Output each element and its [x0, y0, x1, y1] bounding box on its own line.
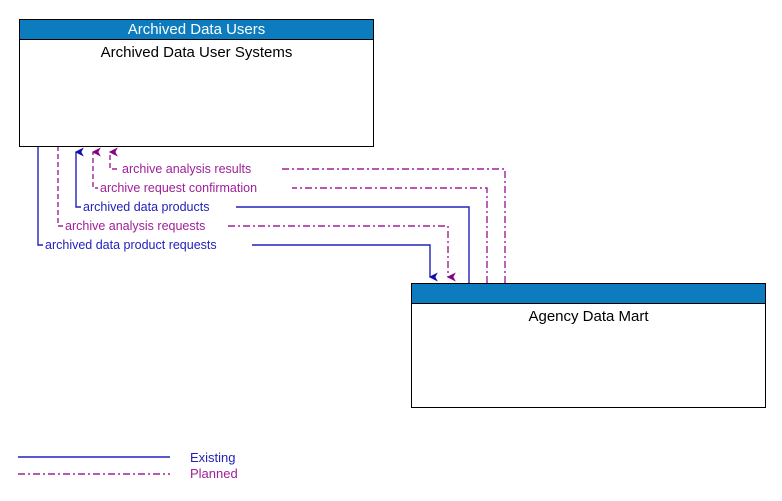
flow-archive-analysis-results	[108, 147, 506, 283]
flow-archive-analysis-requests	[57, 146, 456, 282]
node-archived-data-users[interactable]: Archived Data Users Archived Data User S…	[19, 19, 374, 147]
legend-item-planned: Planned	[190, 466, 238, 481]
node-archived-data-users-header: Archived Data Users	[20, 20, 373, 40]
legend-item-existing: Existing	[190, 450, 236, 465]
flow-archived-data-product-requests	[37, 146, 438, 282]
flow-archive-request-confirmation	[91, 147, 488, 283]
node-agency-data-mart-title: Agency Data Mart	[528, 308, 649, 325]
node-archived-data-users-title: Archived Data User Systems	[100, 44, 293, 61]
flow-label-archived-data-product-requests[interactable]: archived data product requests	[43, 238, 219, 252]
flow-label-archive-request-confirmation[interactable]: archive request confirmation	[98, 181, 260, 195]
flow-label-archive-analysis-requests[interactable]: archive analysis requests	[63, 219, 208, 233]
node-agency-data-mart-header	[412, 284, 765, 304]
node-agency-data-mart[interactable]: Agency Data Mart	[411, 283, 766, 408]
flow-archived-data-products	[74, 147, 470, 283]
flow-label-archive-analysis-results[interactable]: archive analysis results	[120, 162, 254, 176]
flow-label-archived-data-products[interactable]: archived data products	[81, 200, 212, 214]
